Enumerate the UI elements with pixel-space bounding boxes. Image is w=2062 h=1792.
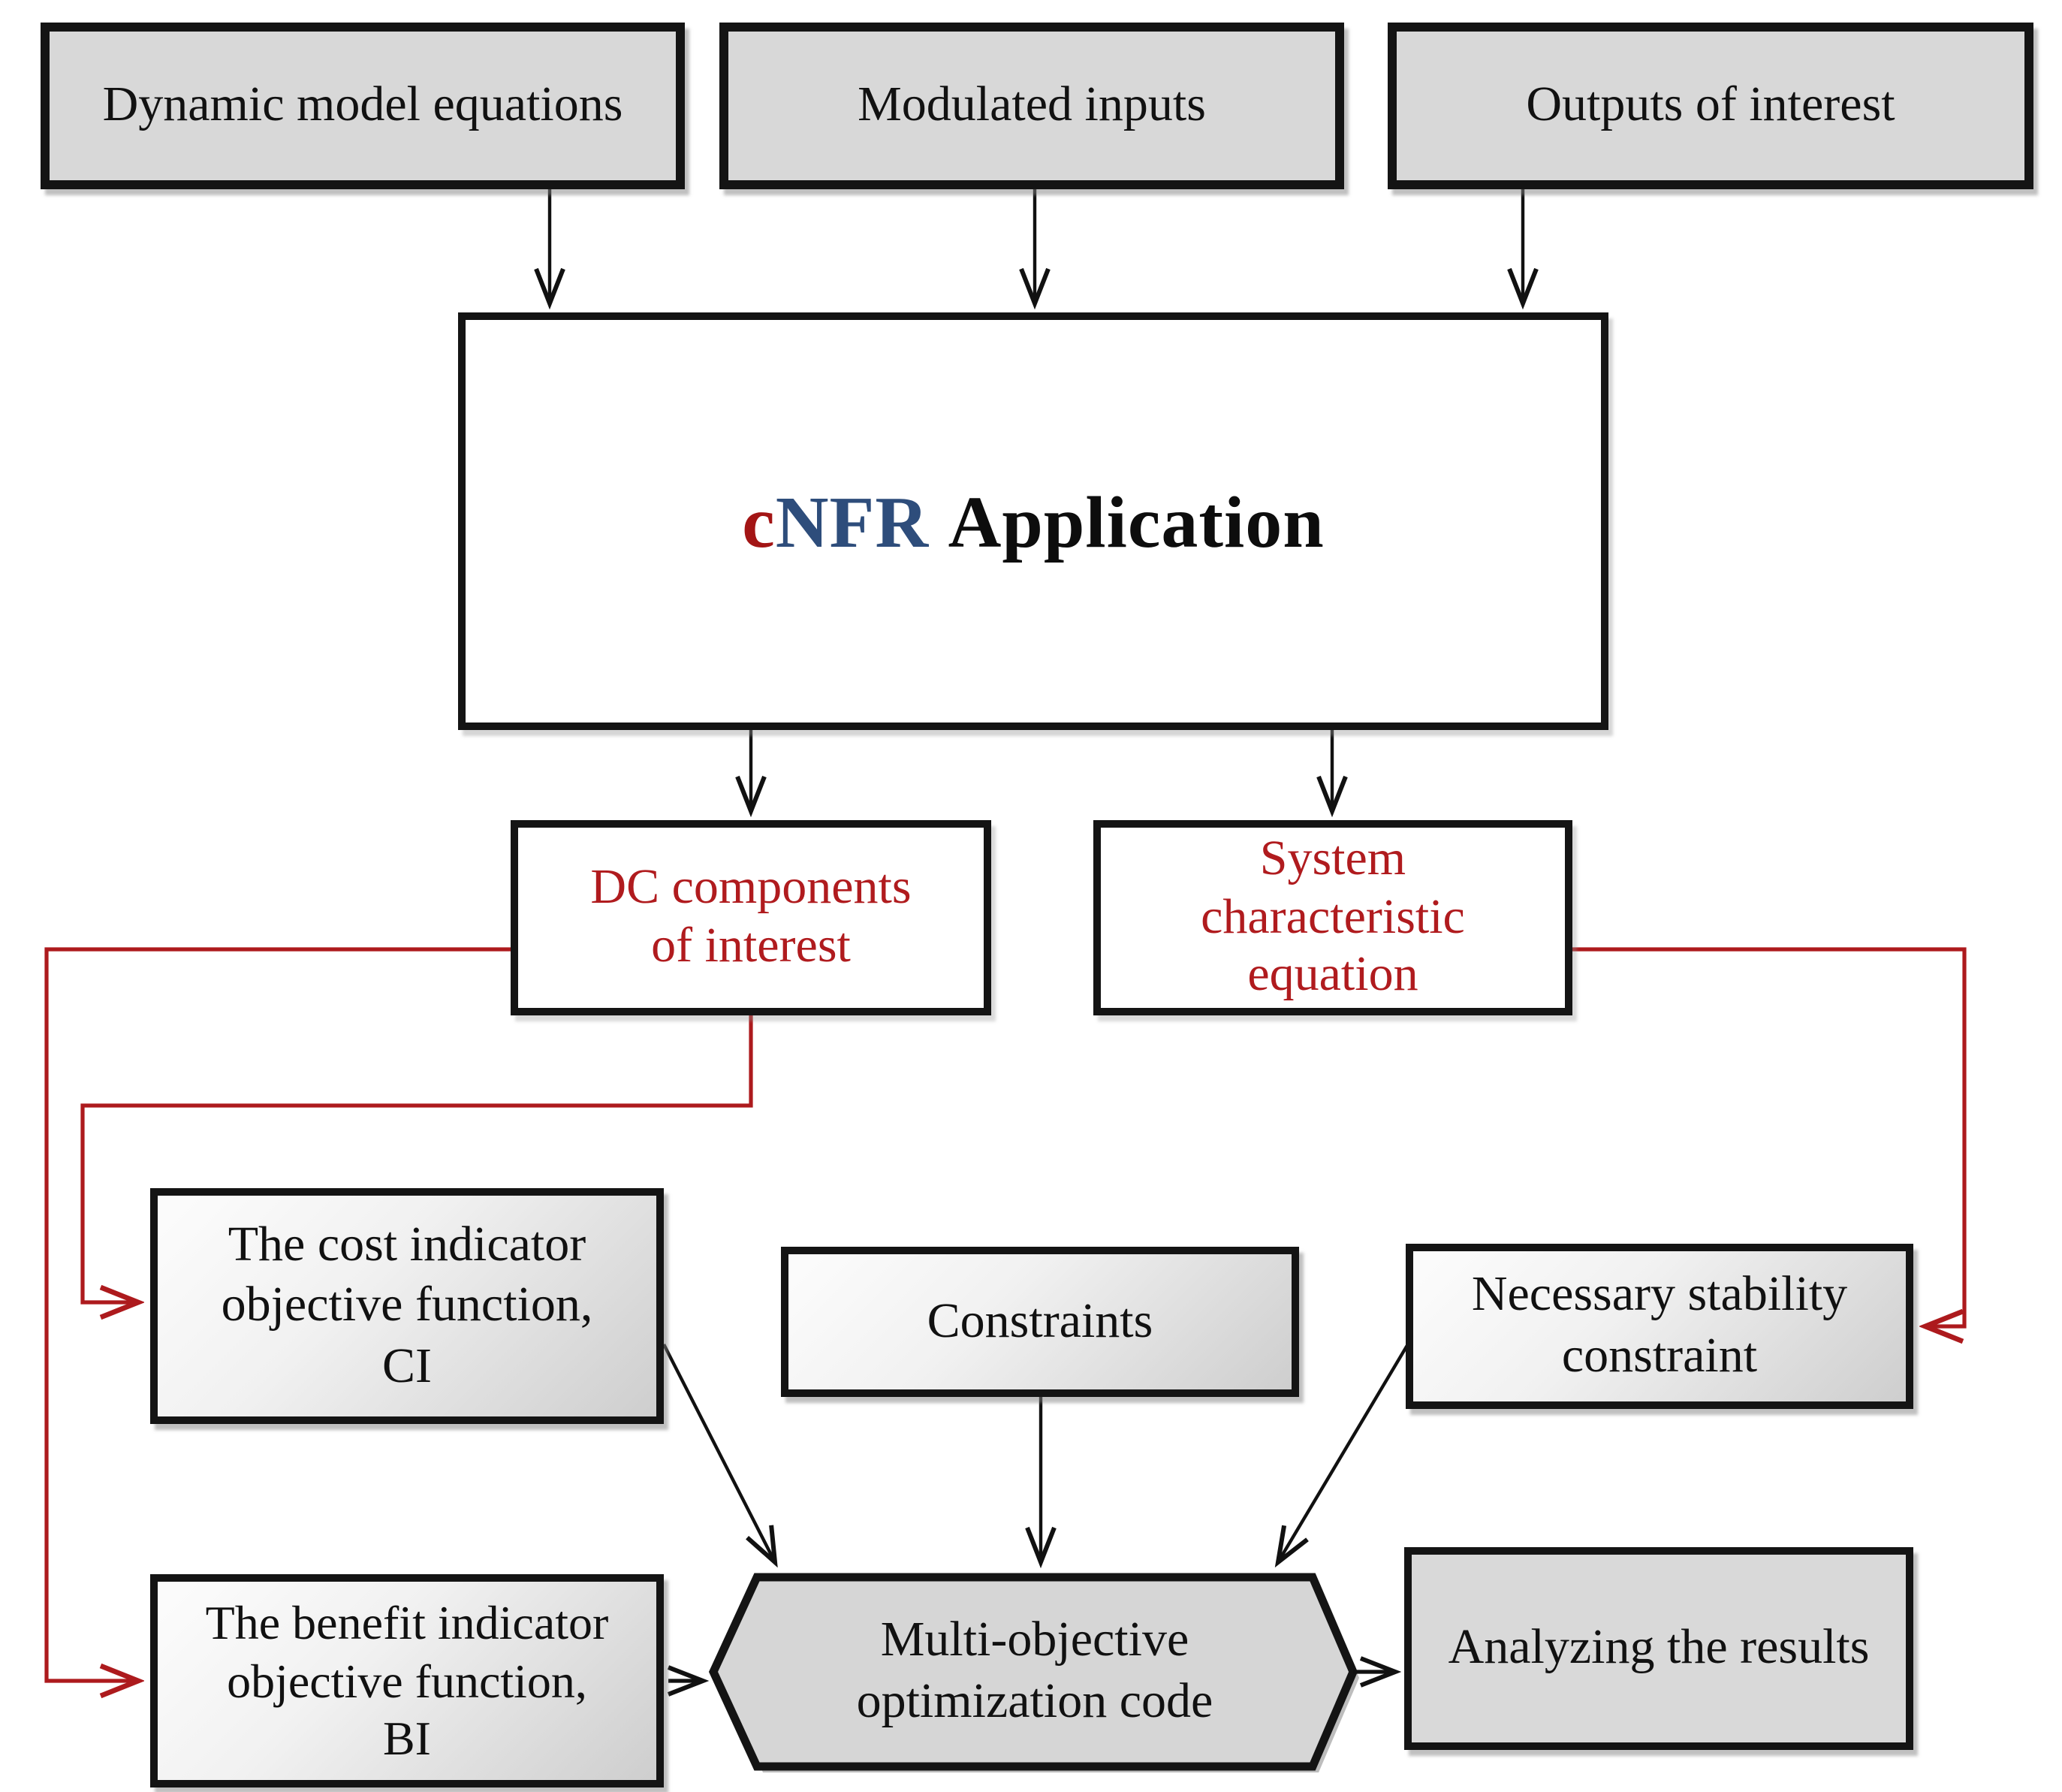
node-benefit-indicator: The benefit indicator objective function…: [150, 1574, 664, 1787]
node-label: Outputs of interest: [1526, 78, 1895, 132]
node-label-line: objective function,: [227, 1653, 587, 1708]
node-label-line: System: [1259, 831, 1406, 886]
title-part-application: Application: [948, 480, 1325, 563]
node-dc-components: DC components of interest: [511, 820, 991, 1015]
node-label: Constraints: [927, 1294, 1153, 1349]
node-outputs-of-interest: Outputs of interest: [1388, 23, 2033, 189]
title-part-nfr: NFR: [775, 480, 930, 563]
node-label-line: characteristic: [1201, 890, 1465, 945]
node-label-line: of interest: [651, 919, 851, 973]
node-label-line: DC components: [590, 861, 912, 916]
node-constraints: Constraints: [781, 1247, 1299, 1397]
node-necessary-stability-constraint: Necessary stability constraint: [1406, 1244, 1913, 1409]
node-label-line: CI: [381, 1339, 432, 1394]
node-analyzing-results: Analyzing the results: [1404, 1547, 1913, 1750]
arrow-cost-to-optimization: [662, 1343, 775, 1562]
node-label-line: BI: [382, 1711, 431, 1766]
node-label-line: objective function,: [221, 1278, 593, 1333]
node-label-line: The cost indicator: [228, 1217, 586, 1272]
node-label-line: Necessary stability: [1471, 1268, 1848, 1323]
node-label-line: Multi-objective: [880, 1612, 1189, 1667]
node-multi-objective-optimization: Multi-objective optimization code: [757, 1577, 1313, 1766]
node-cost-indicator: The cost indicator objective function, C…: [150, 1188, 664, 1424]
node-label-line: optimization code: [856, 1675, 1213, 1729]
node-label: Modulated inputs: [858, 78, 1206, 132]
node-modulated-inputs: Modulated inputs: [719, 23, 1344, 189]
title-part-c: c: [742, 480, 776, 563]
node-label: Analyzing the results: [1448, 1621, 1870, 1675]
node-dynamic-model-equations: Dynamic model equations: [41, 23, 685, 189]
node-label-line: equation: [1247, 948, 1418, 1003]
node-label-line: constraint: [1561, 1329, 1758, 1383]
node-label: Dynamic model equations: [102, 78, 623, 132]
node-system-characteristic-equation: System characteristic equation: [1093, 820, 1572, 1015]
node-label-line: The benefit indicator: [205, 1595, 609, 1650]
